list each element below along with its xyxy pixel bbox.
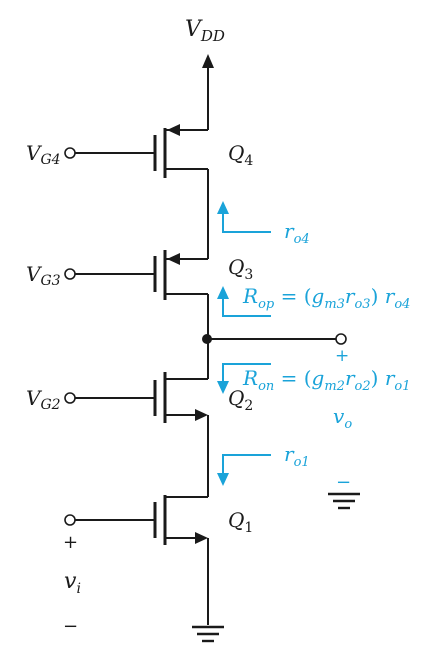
ground-symbol-bottom [192, 625, 224, 643]
vi-terminal [64, 514, 76, 526]
q1-label: Q1 [228, 508, 253, 536]
vdd-arrow [202, 54, 214, 68]
vi-minus-sign: − [63, 616, 78, 637]
rop-arrow-up-icon [217, 286, 229, 299]
vi-label: vi [64, 569, 81, 597]
vi-plus-sign: + [63, 532, 78, 553]
q2-label: Q2 [228, 386, 253, 414]
circuit-wiring [74, 68, 337, 625]
ro1-indicator-line [222, 454, 271, 474]
ron-equation: Ron = (gm2ro2) ro1 [242, 366, 410, 394]
q2-source-arrow [195, 409, 208, 421]
vo-label: vo [333, 404, 352, 432]
ro4-label: ro4 [284, 219, 310, 247]
vg2-terminal [64, 392, 76, 404]
ro4-arrow-up-icon [217, 201, 229, 214]
vdd-label: VDD [185, 17, 225, 45]
vo-plus-sign: + [335, 346, 349, 366]
q3-label: Q3 [228, 255, 253, 283]
vg2-label: VG2 [26, 386, 61, 413]
vo-terminal [335, 333, 347, 345]
q1-source-arrow [195, 532, 208, 544]
ro1-arrow-down-icon [217, 473, 229, 486]
vg4-label: VG4 [26, 141, 61, 168]
output-node-dot [202, 334, 212, 344]
ground-symbol-output [328, 492, 360, 510]
vg3-label: VG3 [26, 262, 61, 289]
rop-indicator-line [222, 298, 271, 317]
vg3-terminal [64, 268, 76, 280]
q4-label: Q4 [228, 141, 253, 169]
ron-arrow-down-icon [217, 381, 229, 394]
vg4-terminal [64, 147, 76, 159]
ro4-indicator-line [222, 213, 271, 233]
q4-source-arrow [167, 124, 180, 136]
rop-equation: Rop = (gm3ro3) ro4 [242, 284, 410, 312]
vo-minus-sign: − [336, 472, 351, 493]
ro1-label: ro1 [284, 442, 310, 470]
ron-indicator-line [222, 363, 271, 382]
q3-source-arrow [167, 253, 180, 265]
